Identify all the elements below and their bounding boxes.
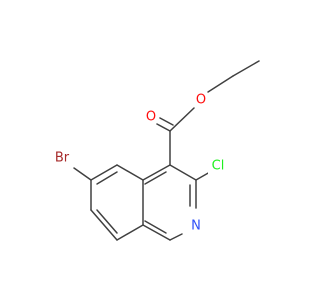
bond-c7-c8-2 <box>96 209 118 234</box>
bond-carbonyl-double-1 <box>156 123 171 132</box>
atom-o-carbonyl-label: O <box>146 110 156 125</box>
bond-carbonyl-double-2 <box>159 117 174 126</box>
bond-c8-c8a <box>116 224 144 241</box>
bond-c3-cl <box>195 171 211 181</box>
atom-cl-label: Cl <box>212 159 225 174</box>
bond-c4-c4a-1 <box>142 164 171 181</box>
bond-c4-c4a-2 <box>144 171 167 185</box>
bond-c5-c6-1 <box>90 164 118 181</box>
bond-c4a-c5 <box>116 164 144 181</box>
bond-c6-br <box>73 167 92 181</box>
atom-br: Br <box>52 149 72 166</box>
bond-ch3-ch2 <box>232 60 260 77</box>
atom-cl: Cl <box>208 157 228 174</box>
bond-c1-c8a-2 <box>144 220 167 234</box>
bond-ch2-o-ester <box>207 75 234 93</box>
bond-o-ester-carbonyl-c <box>169 107 195 132</box>
atom-o-ester-label: O <box>196 93 206 108</box>
bond-c7-c8-1 <box>90 209 118 241</box>
bond-n-c1 <box>169 233 183 241</box>
bond-c1-c8a-1 <box>142 224 171 241</box>
structure-diagram: O O Br Cl N <box>52 60 260 241</box>
atom-n: N <box>188 218 204 234</box>
atom-o-ester: O <box>193 92 209 108</box>
atom-n-label: N <box>191 219 201 234</box>
atom-br-label: Br <box>55 151 70 166</box>
bond-c5-c6-2 <box>96 171 118 185</box>
bond-c4-c3 <box>169 164 197 181</box>
atom-o-carbonyl: O <box>143 109 159 125</box>
